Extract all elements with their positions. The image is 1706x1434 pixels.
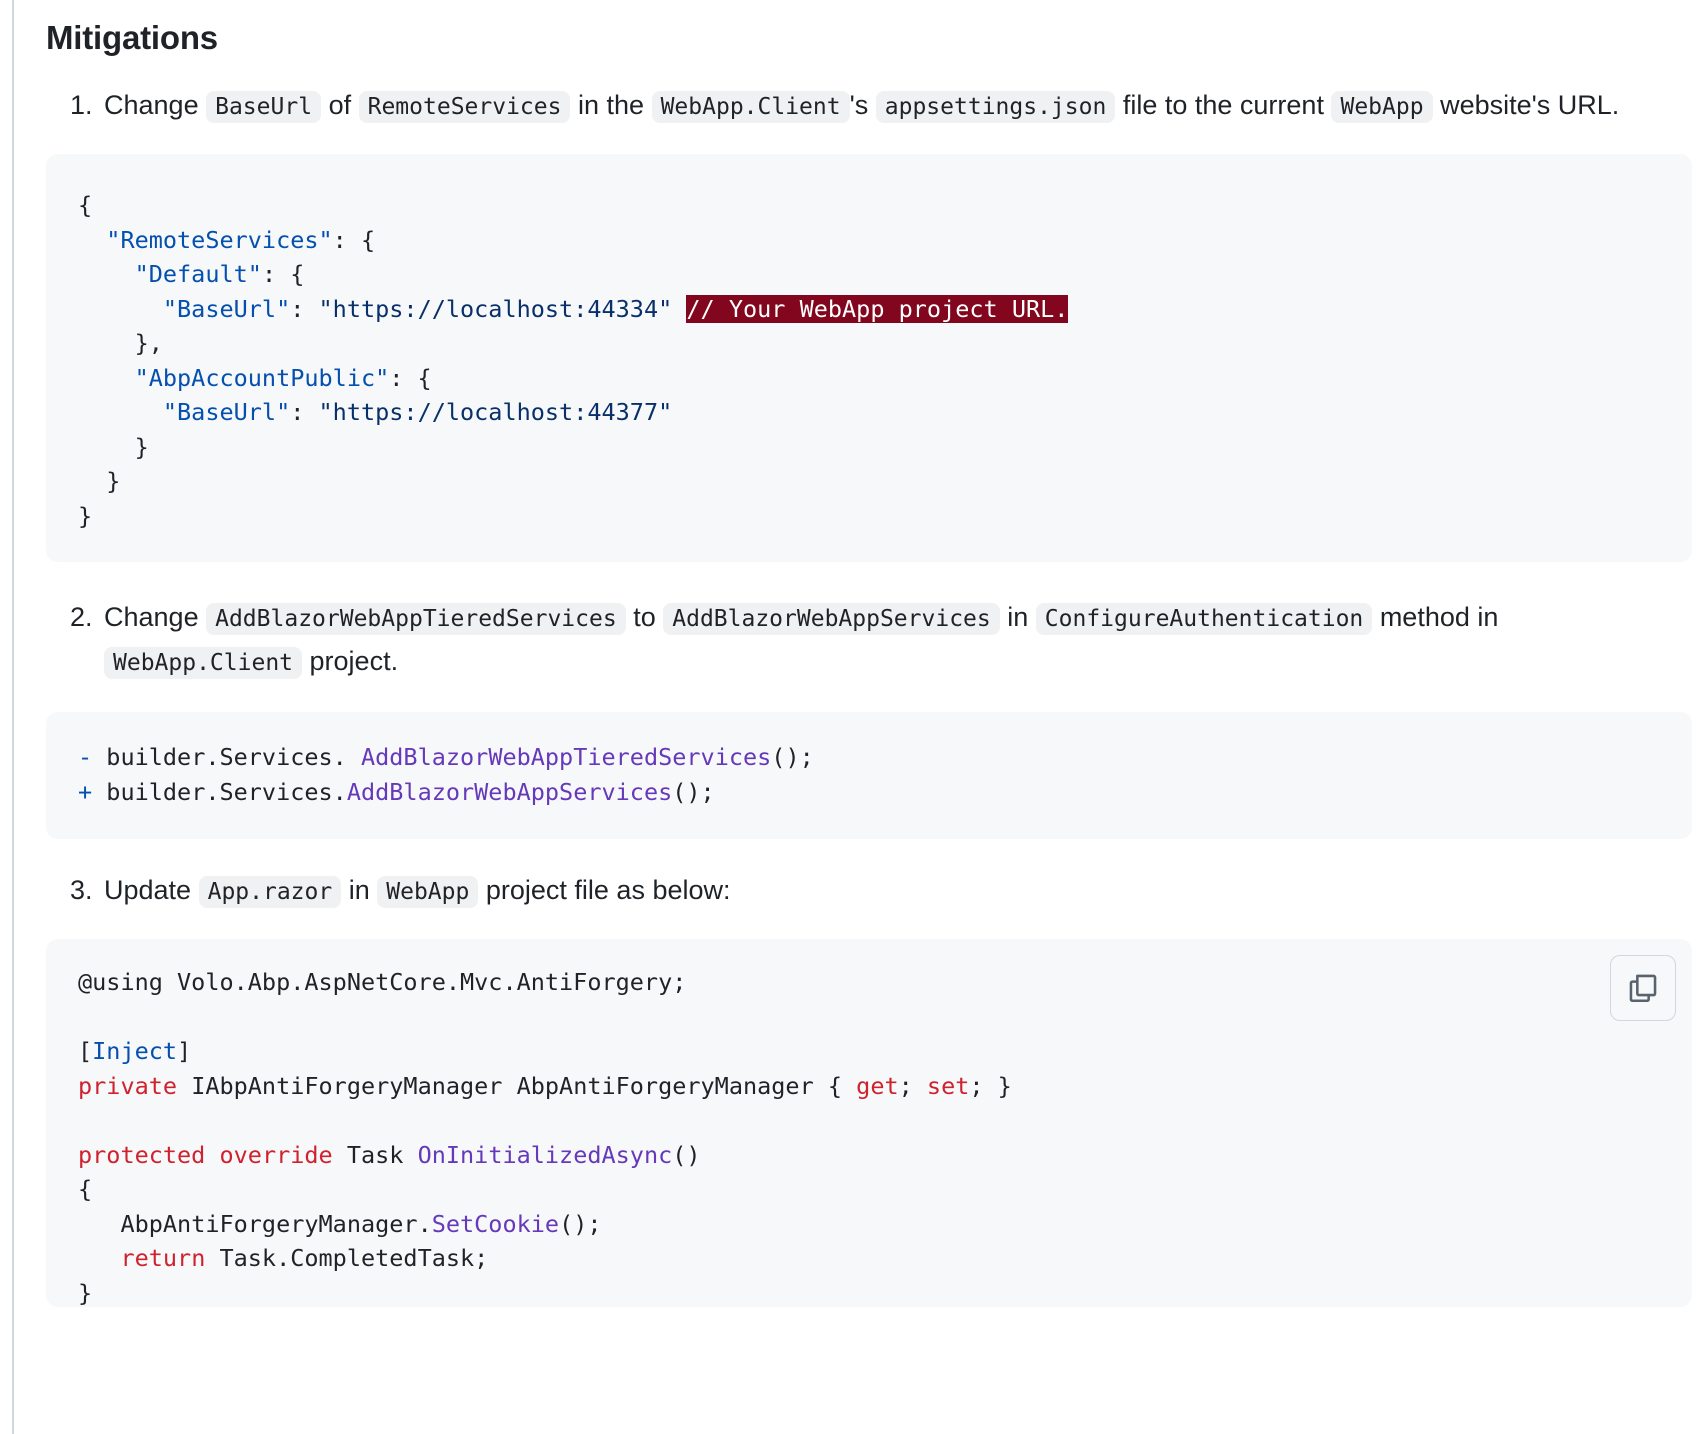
code-token: ; }: [969, 1071, 1012, 1100]
code-token: [: [78, 1037, 93, 1065]
code-token: : {: [261, 260, 305, 288]
code-token: builder.Services.: [92, 777, 347, 806]
method-name: OnInitializedAsync: [417, 1140, 673, 1169]
inline-code: RemoteServices: [358, 91, 571, 123]
step-text: 's: [849, 90, 869, 120]
step-number: 2.: [70, 602, 93, 632]
keyword: protected: [78, 1140, 206, 1169]
attribute-name: Inject: [92, 1037, 178, 1065]
code-token: ();: [771, 743, 814, 771]
keyword: override: [219, 1140, 333, 1169]
step-1: 1. Change BaseUrl of RemoteServices in t…: [70, 84, 1692, 128]
code-token: {: [78, 1175, 93, 1203]
code-token: : {: [389, 363, 432, 392]
step-text: in: [1007, 602, 1029, 632]
json-key: "RemoteServices": [106, 225, 333, 254]
step-text: website's URL.: [1440, 90, 1620, 120]
code-token: (): [672, 1140, 701, 1169]
code-token: Task: [332, 1140, 418, 1169]
markdown-body: Mitigations 1. Change BaseUrl of RemoteS…: [46, 12, 1692, 1307]
code-token: },: [134, 329, 163, 357]
section-heading: Mitigations: [46, 19, 218, 56]
code-token: ();: [672, 777, 715, 806]
code-token: }: [134, 432, 149, 461]
code-block-app-razor: @using Volo.Abp.AspNetCore.Mvc.AntiForge…: [46, 939, 1692, 1307]
code-token: :: [290, 398, 319, 426]
keyword: set: [926, 1071, 970, 1100]
step-text: to: [633, 602, 656, 632]
left-border-rule: [12, 0, 14, 1434]
json-string: "https://localhost:44334": [318, 294, 673, 323]
method-name: AddBlazorWebAppTieredServices: [360, 743, 772, 771]
json-key: "BaseUrl": [162, 398, 291, 426]
step-text: of: [328, 90, 352, 120]
step-text: project.: [309, 646, 399, 676]
step-text: in the: [578, 90, 645, 120]
keyword: private: [78, 1071, 178, 1100]
inline-code: App.razor: [198, 876, 342, 908]
code-token: IAbpAntiForgeryManager AbpAntiForgeryMan…: [177, 1071, 857, 1100]
code-token: ]: [177, 1037, 192, 1065]
copy-icon: [1629, 974, 1657, 1003]
step-number: 3.: [70, 875, 93, 905]
keyword: return: [120, 1244, 206, 1272]
step-text: in: [348, 875, 370, 905]
code-token: }: [78, 1278, 93, 1307]
code-token: ();: [559, 1209, 602, 1238]
code-block-appsettings: { "RemoteServices": { "Default": { "Base…: [46, 154, 1692, 562]
inline-code: AddBlazorWebAppTieredServices: [206, 603, 626, 635]
inline-code: BaseUrl: [206, 91, 322, 123]
step-text: project file as below:: [485, 875, 731, 905]
code-token: Task.CompletedTask;: [205, 1244, 489, 1272]
code-token: AbpAntiForgeryManager.: [120, 1209, 432, 1238]
inline-code: WebApp.Client: [651, 91, 850, 123]
json-key: "BaseUrl": [162, 294, 291, 323]
inline-code: WebApp.Client: [104, 647, 303, 679]
diff-added-marker: +: [78, 777, 93, 806]
step-number: 1.: [70, 90, 93, 120]
inline-code: appsettings.json: [875, 91, 1116, 123]
step-text: Change: [104, 90, 199, 120]
code-token: builder.Services.: [92, 743, 361, 771]
code-indent: [78, 1244, 120, 1272]
step-3: 3. Update App.razor in WebApp project fi…: [70, 869, 1692, 913]
method-name: SetCookie: [431, 1209, 560, 1238]
code-token: ;: [898, 1071, 927, 1100]
keyword: get: [856, 1071, 899, 1100]
diff-removed-marker: -: [78, 743, 93, 771]
copy-code-button[interactable]: [1610, 955, 1676, 1021]
step-text: method in: [1379, 602, 1499, 632]
code-line: @using Volo.Abp.AspNetCore.Mvc.AntiForge…: [78, 968, 687, 996]
step-text: Change: [104, 602, 199, 632]
code-token: {: [78, 191, 93, 219]
code-block-diff: - builder.Services. AddBlazorWebAppTiere…: [46, 712, 1692, 839]
inline-code: WebApp: [1331, 91, 1433, 123]
inline-code: ConfigureAuthentication: [1035, 603, 1373, 635]
inline-code: AddBlazorWebAppServices: [663, 603, 1000, 635]
code-token: : {: [332, 225, 376, 254]
code-indent: [78, 1210, 120, 1238]
inline-code: WebApp: [377, 876, 479, 908]
method-name: AddBlazorWebAppServices: [346, 777, 673, 806]
step-text: file to the current: [1122, 90, 1324, 120]
json-key: "Default": [134, 260, 262, 288]
json-key: "AbpAccountPublic": [134, 363, 390, 392]
json-string: "https://localhost:44377": [318, 398, 673, 426]
code-token: }: [78, 501, 93, 530]
step-text: Update: [104, 875, 192, 905]
code-token: }: [106, 467, 121, 495]
code-token: :: [290, 294, 319, 323]
invalid-comment-highlight: // Your WebApp project URL.: [686, 294, 1069, 323]
step-2: 2. Change AddBlazorWebAppTieredServices …: [70, 596, 1692, 684]
